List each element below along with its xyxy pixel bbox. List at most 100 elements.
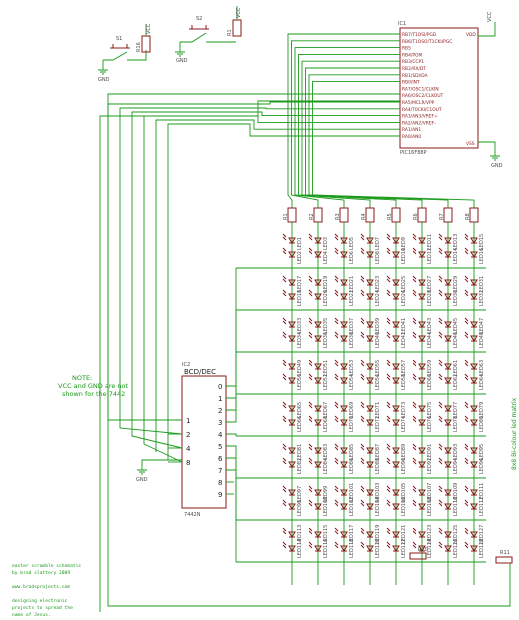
led-emission xyxy=(386,527,391,535)
led-emission xyxy=(464,359,469,367)
led-emission xyxy=(360,317,365,325)
led-triangle xyxy=(392,321,400,328)
led-ref: LED96 xyxy=(479,458,485,474)
led-triangle xyxy=(314,251,322,258)
led-triangle xyxy=(314,363,322,370)
led-emission xyxy=(360,247,365,255)
led-ref: LED28 xyxy=(427,290,433,306)
led-triangle xyxy=(314,503,322,510)
led-triangle xyxy=(288,279,296,286)
led-triangle xyxy=(366,531,374,538)
led-emission xyxy=(282,233,287,241)
led-ref: LED123 xyxy=(427,525,433,544)
led-emission xyxy=(334,289,339,297)
led-emission xyxy=(308,443,313,451)
switch-s1-ref: S1 xyxy=(116,36,122,42)
led-ref: LED85 xyxy=(349,444,355,460)
led-ref: LED66 xyxy=(297,416,303,432)
led-ref: LED87 xyxy=(375,444,381,460)
led-triangle xyxy=(288,531,296,538)
ic1-vss-label: VSS xyxy=(466,141,475,147)
led-ref: LED113 xyxy=(297,525,303,544)
bus-wire xyxy=(294,47,400,208)
led-ref: LED43 xyxy=(427,318,433,334)
led-ref: LED90 xyxy=(401,458,407,474)
led-triangle xyxy=(418,405,426,412)
led-triangle xyxy=(418,489,426,496)
led-ref: LED2 xyxy=(297,251,303,264)
led-triangle xyxy=(444,503,452,510)
column-resistor-ref: R2 xyxy=(309,213,315,220)
led-ref: LED59 xyxy=(427,360,433,376)
led-emission xyxy=(412,541,417,549)
led-triangle xyxy=(288,503,296,510)
led-emission xyxy=(412,275,417,283)
ic2-output-label: 2 xyxy=(218,407,222,415)
led-ref: LED109 xyxy=(453,483,459,502)
led-emission xyxy=(282,401,287,409)
led-emission xyxy=(412,457,417,465)
ic2-feed-wire xyxy=(155,119,400,452)
resistor-r1-top-ref: R1 xyxy=(227,29,233,36)
led-ref: LED55 xyxy=(375,360,381,376)
led-emission xyxy=(386,401,391,409)
led-emission xyxy=(386,457,391,465)
led-emission xyxy=(412,415,417,423)
led-emission xyxy=(360,541,365,549)
ic2-output-wire xyxy=(226,445,237,478)
ic1-pin-label: RA3/AN3/VREF+ xyxy=(402,114,438,120)
ic1-pin-label: RA5/MCLR/VPP xyxy=(402,100,435,106)
led-ref: LED34 xyxy=(297,332,303,348)
led-ref: LED60 xyxy=(427,374,433,390)
ic1-pin-label: RA4/T0CKI/C1OUT xyxy=(402,107,442,113)
led-ref: LED76 xyxy=(427,416,433,432)
led-ref: LED116 xyxy=(323,539,329,558)
switch-s2: S2 xyxy=(180,16,236,43)
ic2-input-label: 8 xyxy=(186,459,190,467)
led-emission xyxy=(334,247,339,255)
led-triangle xyxy=(340,503,348,510)
ic2-output-wire xyxy=(226,433,237,436)
led-triangle xyxy=(340,419,348,426)
led-triangle xyxy=(288,419,296,426)
led-emission xyxy=(282,359,287,367)
led-emission xyxy=(308,541,313,549)
ic1-vdd-supply: VCC xyxy=(478,11,496,37)
led-ref: LED108 xyxy=(427,497,433,516)
column-resistor xyxy=(443,207,453,223)
led-triangle xyxy=(288,447,296,454)
led-triangle xyxy=(392,405,400,412)
column-resistor xyxy=(417,207,427,223)
led-emission xyxy=(360,485,365,493)
led-triangle xyxy=(470,237,478,244)
ic1-pin-label: RB0/INT xyxy=(402,80,420,86)
led-emission xyxy=(282,527,287,535)
led-emission xyxy=(438,289,443,297)
resistor-r10-ref: R10 xyxy=(418,547,428,553)
led-ref: LED41 xyxy=(401,318,407,334)
led-emission xyxy=(412,485,417,493)
led-triangle xyxy=(418,237,426,244)
led-emission xyxy=(360,331,365,339)
led-emission xyxy=(412,331,417,339)
led-triangle xyxy=(340,447,348,454)
led-emission xyxy=(412,247,417,255)
ic1-microcontroller: IC1 PIC16F88P VDD VSS RB7/T1OSI/PGDRB6/T… xyxy=(398,21,479,156)
led-triangle xyxy=(340,279,348,286)
ic2-output-label: 7 xyxy=(218,467,222,475)
column-resistor xyxy=(313,207,323,223)
led-ref: LED98 xyxy=(297,500,303,516)
note-block: NOTE: VCC and GND are not shown for the … xyxy=(58,374,129,398)
led-emission xyxy=(438,499,443,507)
led-triangle xyxy=(340,405,348,412)
led-emission xyxy=(334,373,339,381)
led-triangle xyxy=(392,251,400,258)
led-emission xyxy=(334,443,339,451)
led-triangle xyxy=(314,377,322,384)
resistor-r11-ref: R11 xyxy=(500,550,510,556)
led-triangle xyxy=(444,321,452,328)
led-emission xyxy=(334,359,339,367)
led-ref: LED64 xyxy=(479,374,485,390)
led-ref: LED84 xyxy=(323,458,329,474)
